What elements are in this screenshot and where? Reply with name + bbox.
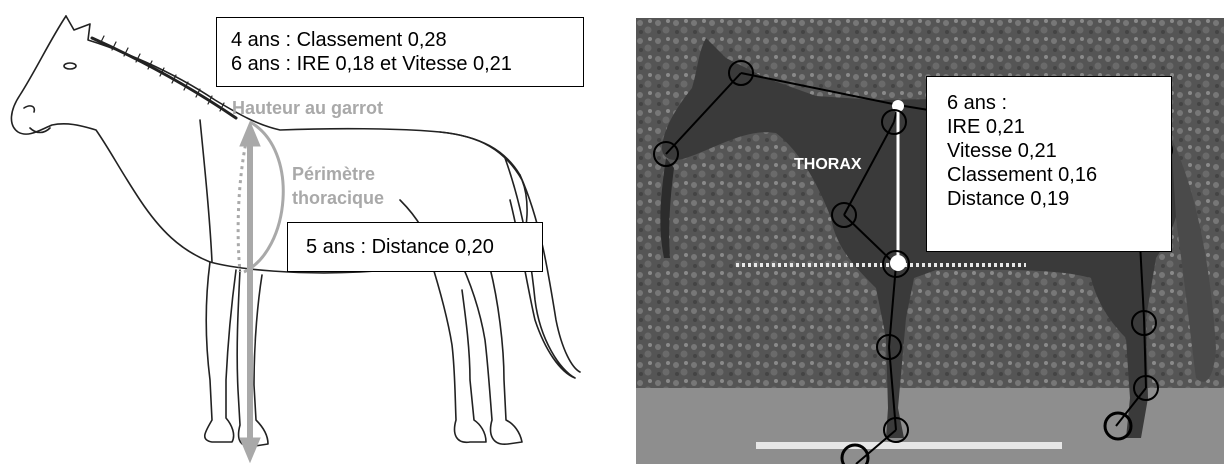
heritability-box-age5: 5 ans : Distance 0,20: [287, 222, 543, 272]
box-line: IRE 0,21: [947, 115, 1171, 139]
box-line: Vitesse 0,21: [947, 139, 1171, 163]
box-line: Distance 0,19: [947, 187, 1171, 211]
chest-perimeter-label: Périmètre thoracique: [292, 162, 384, 210]
right-panel: THORAX 6 ans : IRE 0,21 Vitesse 0,21 Cla…: [636, 18, 1224, 464]
heritability-box-age6: 6 ans : IRE 0,21 Vitesse 0,21 Classement…: [926, 76, 1172, 252]
box-line: 4 ans : Classement 0,28: [231, 28, 583, 52]
thorax-label: THORAX: [794, 156, 862, 174]
box-line: 6 ans :: [947, 91, 1171, 115]
box-line: 6 ans : IRE 0,18 et Vitesse 0,21: [231, 52, 583, 76]
box-line: Classement 0,16: [947, 163, 1171, 187]
heritability-box-age4-6: 4 ans : Classement 0,28 6 ans : IRE 0,18…: [216, 17, 584, 87]
chest-label-line: thoracique: [292, 186, 384, 210]
withers-height-label: Hauteur au garrot: [232, 96, 383, 120]
left-panel: 4 ans : Classement 0,28 6 ans : IRE 0,18…: [0, 0, 610, 464]
chest-label-line: Périmètre: [292, 162, 384, 186]
